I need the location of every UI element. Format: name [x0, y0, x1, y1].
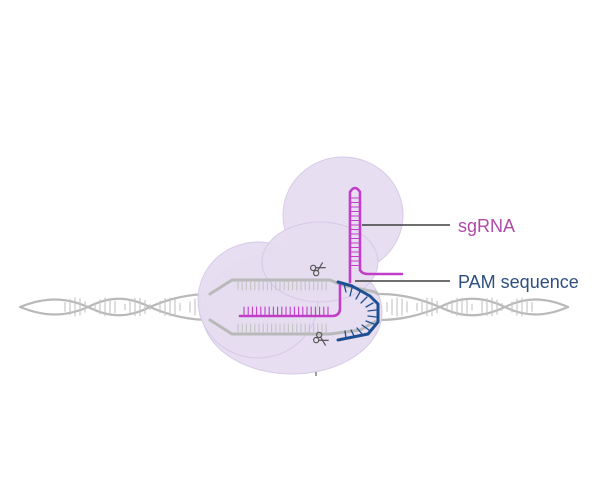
- pam-base: [350, 329, 355, 337]
- dna-helix-right-rungs: [386, 297, 533, 317]
- pam-base: [355, 291, 361, 300]
- pam-base: [361, 324, 370, 331]
- pam-base: [365, 302, 374, 308]
- sgrna-spacer: [238, 282, 342, 318]
- scissors-icon: [309, 262, 326, 277]
- pam-base: [356, 327, 363, 335]
- pam-base: [367, 309, 377, 312]
- dna-unwound-region: [208, 278, 380, 336]
- pam-base: [365, 320, 375, 325]
- pam-base: [344, 330, 347, 339]
- dna-helix-left-strand-a: [18, 292, 212, 317]
- pam-bases: [343, 283, 377, 339]
- pam-strand: [336, 280, 380, 342]
- cas9-protein: [197, 156, 404, 375]
- dna-bottom-strand-bases: [237, 323, 327, 334]
- pam-base: [367, 315, 377, 318]
- dna-helix-left-rungs: [64, 297, 206, 317]
- dna-helix-left: [18, 292, 212, 322]
- dna-bottom-strand: [208, 318, 380, 336]
- sgrna-label: sgRNA: [458, 216, 515, 236]
- pam-base: [343, 283, 347, 293]
- dna-helix-right: [376, 292, 570, 322]
- scissors-icon: [312, 331, 329, 346]
- dna-helix-right-strand-b: [376, 297, 570, 322]
- dna-top-strand: [208, 278, 380, 296]
- pam-base: [349, 287, 353, 297]
- dna-helix-left-strand-b: [18, 297, 212, 322]
- pam-sequence: [336, 280, 380, 342]
- pam-label: PAM sequence: [458, 272, 579, 292]
- sgrna-bases: [243, 197, 361, 317]
- dna-top-strand-bases: [237, 280, 327, 291]
- pam-base: [360, 296, 368, 304]
- sgrna: [238, 186, 404, 318]
- dna-helix-right-strand-a: [376, 292, 570, 317]
- sgrna-hairpin: [348, 186, 404, 284]
